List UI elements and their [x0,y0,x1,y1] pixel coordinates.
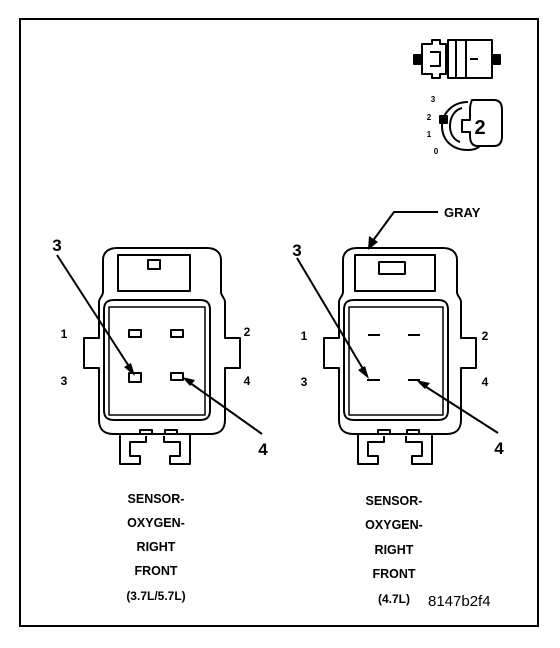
left-pin-3: 3 [60,374,68,388]
right-pin-4: 4 [481,375,489,389]
right-pin-1: 1 [300,329,308,343]
icon-scale-1: 1 [426,130,432,139]
right-caption-line-5: (4.7L) [377,592,410,606]
right-callout-3: 3 [292,241,302,260]
terminal-position-icon [439,99,503,151]
right-pin-3: 3 [300,375,308,389]
left-callout-4: 4 [258,440,268,459]
right-caption-line-4: FRONT [372,567,416,581]
wire-color-label: GRAY [444,205,481,220]
right-connector [323,247,477,465]
icon-number: 2 [474,117,486,139]
right-caption-line-1: SENSOR- [365,494,423,508]
diagram-frame [19,18,539,627]
right-pin-2: 2 [481,329,489,343]
right-callout-4: 4 [494,439,504,458]
connector-icon [413,39,501,79]
icon-scale-3: 3 [430,95,436,104]
right-caption-line-3: RIGHT [374,543,414,557]
leader-lines [56,211,499,435]
left-caption-line-1: SENSOR- [127,492,185,506]
icon-scale-0: 0 [433,147,439,156]
left-caption-line-5: (3.7L/5.7L) [126,589,186,603]
left-caption-line-2: OXYGEN- [127,516,185,530]
left-pin-1: 1 [60,327,68,341]
left-caption-line-3: RIGHT [136,540,176,554]
left-caption-line-4: FRONT [134,564,178,578]
left-callout-3: 3 [52,236,62,255]
left-connector [83,247,241,465]
left-pin-2: 2 [243,325,251,339]
arrow-heads [124,236,430,389]
icon-scale-2: 2 [426,113,432,122]
right-caption-line-2: OXYGEN- [365,518,423,532]
figure-id: 8147b2f4 [428,593,491,610]
left-pin-4: 4 [243,374,251,388]
